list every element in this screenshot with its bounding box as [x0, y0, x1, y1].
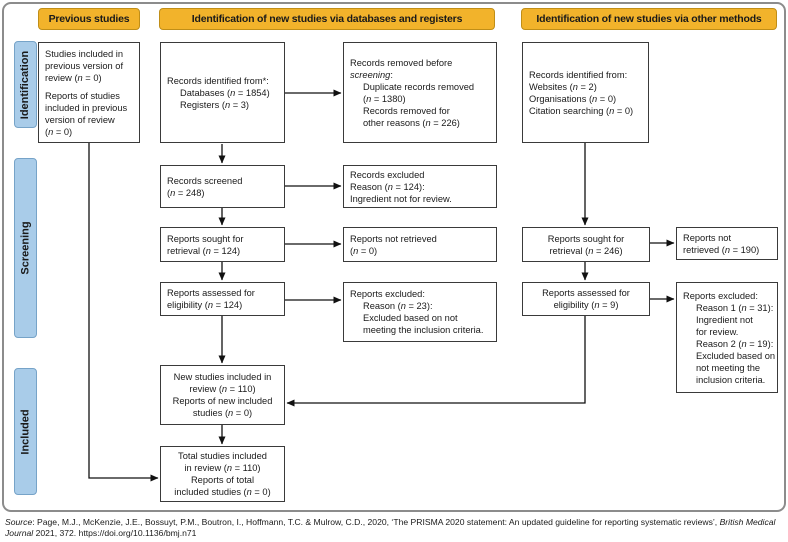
box-line: retrieval (n = 124) [167, 245, 241, 256]
box-line: (n = 248) [167, 187, 205, 198]
box-line: (n = 0) [45, 126, 73, 137]
box-line: studies (n = 0) [192, 408, 253, 418]
column-header-new-studies-databases-registers: Identification of new studies via databa… [159, 8, 495, 30]
box-line: version of review [45, 114, 115, 125]
box-line: Reports not [683, 232, 732, 243]
box-records-identified-other-methods: Records identified from:Websites (n = 2)… [522, 42, 649, 143]
stage-label-screening: Screening [14, 158, 37, 338]
box-line: Excluded based on [696, 350, 776, 361]
box-line: Records screened [167, 175, 243, 186]
box-line: Records removed for [363, 105, 450, 116]
box-reports-assessed-databases: Reports assessed for eligibility (n = 124… [160, 282, 285, 316]
box-line: Reports not retrieved [350, 233, 437, 244]
box-line: Organisations (n = 0) [529, 93, 617, 104]
box-line: review (n = 110) [189, 384, 256, 394]
box-line: eligibility (n = 9) [553, 300, 619, 310]
box-reports-assessed-other: Reports assessed for eligibility (n = 9) [522, 282, 650, 316]
stage-label-text: Included [19, 408, 32, 455]
box-line: Databases (n = 1854) [180, 87, 270, 98]
box-line: Reason 2 (n = 19): [696, 338, 774, 349]
box-line: Studies included in [45, 48, 124, 59]
box-line: Records identified from: [529, 69, 628, 80]
box-reports-not-retrieved-databases: Reports not retrieved(n = 0) [343, 227, 497, 262]
diagram-frame [2, 2, 786, 512]
stage-label-included: Included [14, 368, 37, 495]
box-line: Ingredient not [696, 314, 753, 325]
box-line: Reason (n = 23): [363, 301, 433, 311]
box-line: Ingredient not for review. [350, 193, 452, 204]
box-line: Excluded based on not [363, 313, 458, 323]
box-total-studies-included: Total studies included in review (n = 110… [160, 446, 285, 502]
box-line: Reason 1 (n = 31): [696, 302, 774, 313]
box-line: Reports sought for [167, 233, 244, 244]
box-line: for review. [696, 326, 739, 337]
box-line: Reports sought for [547, 233, 625, 244]
box-line: Reports assessed for [167, 288, 255, 298]
source-citation: Source: Page, M.J., McKenzie, J.E., Boss… [5, 517, 776, 538]
box-line: Registers (n = 3) [180, 99, 249, 110]
box-line: Reports of total [190, 475, 255, 485]
box-line: (n = 0) [350, 245, 378, 256]
box-line: included studies (n = 0) [174, 487, 271, 497]
box-reports-excluded-other: Reports excluded:Reason 1 (n = 31):Ingre… [676, 282, 778, 393]
column-header-previous-studies: Previous studies [38, 8, 140, 30]
column-header-new-studies-other-methods: Identification of new studies via other … [521, 8, 777, 30]
box-line: Total studies included [178, 451, 267, 461]
box-line: Records excluded [350, 169, 425, 180]
stage-label-text: Identification [19, 50, 32, 119]
box-line: other reasons (n = 226) [363, 117, 460, 128]
box-line: previous version of [45, 60, 124, 71]
box-line: meeting the inclusion criteria. [363, 325, 484, 335]
box-line: Reports excluded: [683, 290, 758, 301]
box-line: Citation searching (n = 0) [529, 105, 634, 116]
box-line: New studies included in [173, 372, 272, 382]
box-line: inclusion criteria. [696, 374, 766, 385]
box-line: screening: [350, 69, 393, 80]
box-line: Reports excluded: [350, 289, 425, 299]
box-line: retrieval (n = 246) [549, 245, 623, 256]
box-line: retrieved (n = 190) [683, 244, 760, 255]
box-line: Records identified from*: [167, 75, 269, 86]
stage-label-text: Screening [19, 221, 32, 275]
box-line: Websites (n = 2) [529, 81, 597, 92]
box-line: review (n = 0) [45, 72, 102, 83]
box-line: Reports of studies [45, 90, 120, 101]
box-line: Records removed before [350, 57, 453, 68]
box-line: not meeting the [696, 362, 761, 373]
box-line: included in previous [45, 102, 128, 113]
box-line: (n = 1380) [363, 93, 406, 104]
stage-label-identification: Identification [14, 41, 37, 128]
box-line: Reports assessed for [542, 288, 630, 298]
box-records-identified-databases: Records identified from*:Databases (n = … [160, 42, 285, 143]
box-records-screened: Records screened(n = 248) [160, 165, 285, 208]
box-reports-excluded-databases: Reports excluded: Reason (n = 23): Exclude… [343, 282, 497, 342]
box-line: Duplicate records removed [363, 81, 475, 92]
box-line: eligibility (n = 124) [167, 300, 243, 310]
box-new-studies-included: New studies included in review (n = 110) R… [160, 365, 285, 425]
box-line: in review (n = 110) [184, 463, 261, 473]
box-line: Reason (n = 124): [350, 181, 425, 192]
box-line: Reports of new included [172, 396, 273, 406]
